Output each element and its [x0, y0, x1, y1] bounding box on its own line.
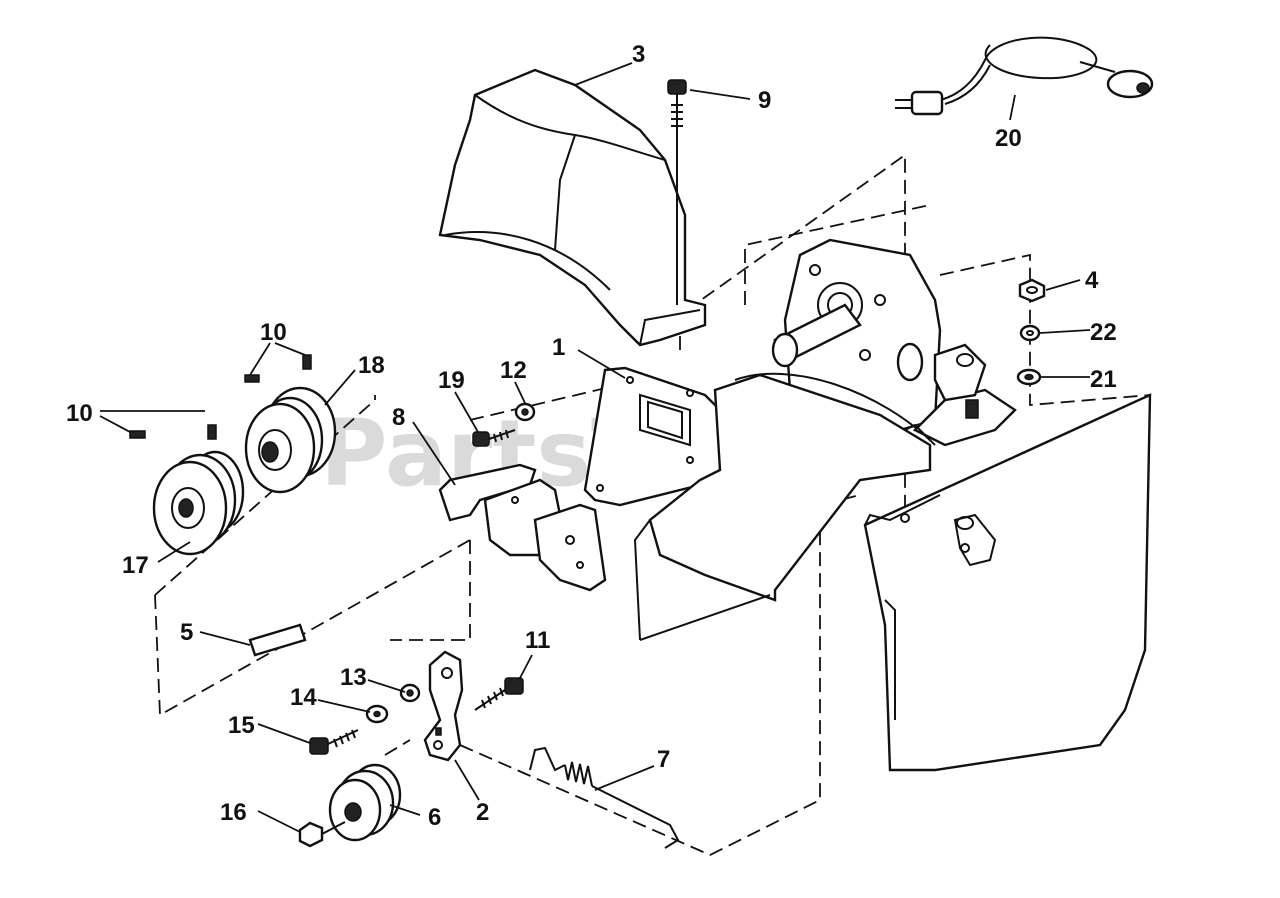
callout-8: 8 [392, 404, 405, 431]
part-6-idler-pulley [328, 763, 402, 842]
callout-20: 20 [995, 125, 1022, 152]
callout-21: 21 [1090, 366, 1117, 393]
callout-2: 2 [476, 799, 489, 826]
part-7-spring [529, 746, 680, 849]
part-16-nut [298, 821, 346, 848]
part-19-bolt [472, 429, 516, 447]
callout-9: 9 [758, 87, 771, 114]
callout-10-lower: 10 [66, 400, 93, 427]
callout-11: 11 [525, 627, 550, 654]
part-22-lock-washer [1019, 324, 1041, 342]
callout-4: 4 [1085, 267, 1099, 294]
part-15-bolt [309, 729, 359, 755]
callout-10-upper: 10 [260, 319, 287, 346]
part-1-bracket [583, 366, 936, 641]
callout-7: 7 [657, 746, 670, 773]
part-10-set-screws [129, 354, 312, 440]
part-5-key [248, 623, 307, 657]
callout-22: 22 [1090, 319, 1117, 346]
callout-12: 12 [500, 357, 527, 384]
callout-5: 5 [180, 619, 193, 646]
callout-18: 18 [358, 352, 385, 379]
right-side-panel [863, 393, 1152, 772]
callout-labels: 1 2 3 4 5 6 7 8 9 10 10 11 12 13 14 15 1… [66, 41, 1117, 831]
part-18-pulley [244, 386, 337, 494]
part-8-belt-guard [438, 463, 607, 592]
callout-17: 17 [122, 552, 149, 579]
callout-13: 13 [340, 664, 367, 691]
part-2-idler-arm [423, 650, 464, 762]
part-11-bolt [474, 677, 524, 711]
part-17-pulley [152, 450, 245, 556]
part-9-bolt [667, 79, 687, 305]
callout-15: 15 [228, 712, 255, 739]
callout-16: 16 [220, 799, 247, 826]
part-12-washer [514, 402, 536, 422]
part-4-nut [1018, 278, 1046, 303]
part-14-washer [365, 704, 389, 724]
motor-housing [771, 238, 942, 432]
callout-1: 1 [552, 334, 565, 361]
right-bracket [904, 343, 1017, 447]
part-13-nut [399, 683, 421, 703]
part-20-power-cord [895, 36, 1154, 116]
callout-3: 3 [632, 41, 645, 68]
callout-19: 19 [438, 367, 465, 394]
leader-lines [99, 62, 1091, 833]
callout-6: 6 [428, 804, 441, 831]
part-21-flat-washer [1016, 368, 1042, 386]
callout-14: 14 [290, 684, 317, 711]
part-3-top-cover [438, 68, 707, 347]
